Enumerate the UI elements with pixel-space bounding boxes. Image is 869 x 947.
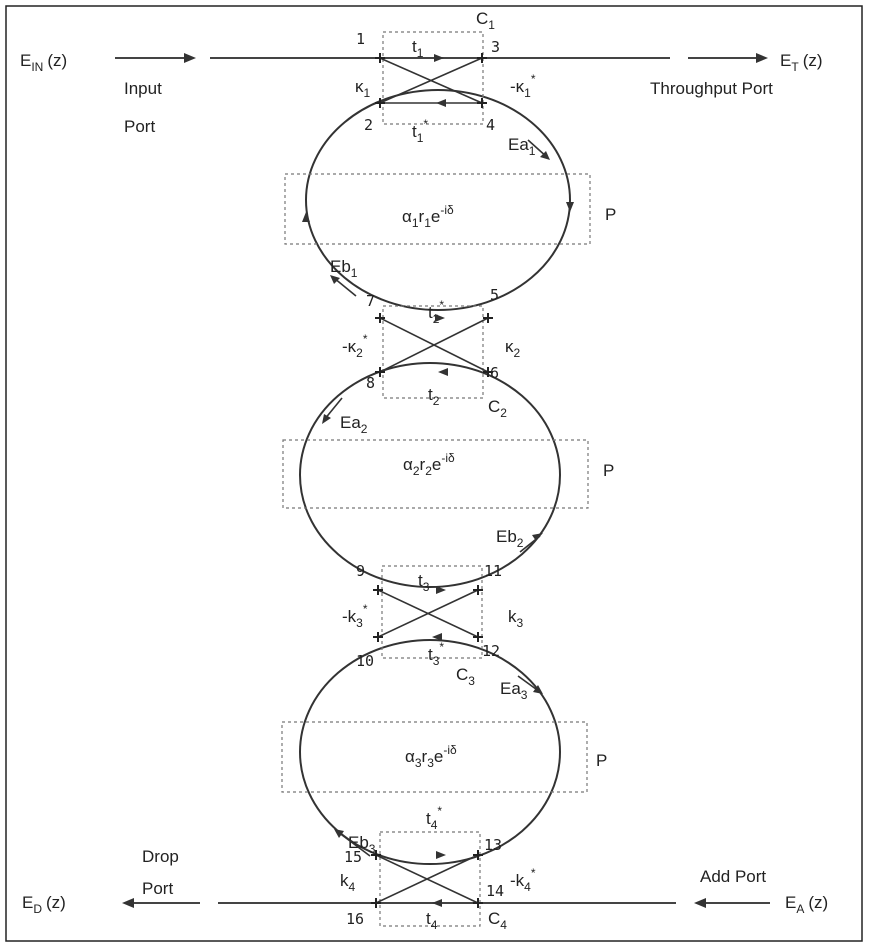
coupler2-box bbox=[382, 305, 484, 399]
node-13: 13 bbox=[484, 836, 502, 854]
ring1-ea-arrow-head bbox=[540, 151, 550, 160]
ring3-eb-label: Eb3 bbox=[348, 833, 376, 856]
ring-1 bbox=[305, 89, 571, 311]
ring3-eb-arrow-head bbox=[334, 829, 344, 838]
drop-port-label-line1: Drop bbox=[142, 847, 179, 866]
node-12: 12 bbox=[482, 642, 500, 660]
c2-top-arrow bbox=[435, 314, 445, 322]
c3-top-arrow bbox=[436, 586, 446, 594]
c1-top-arrow bbox=[434, 54, 444, 62]
ring1-dir-arrow-left bbox=[302, 212, 310, 222]
coupler2-tstar-label: t2 bbox=[428, 385, 440, 408]
input-field-label: EIN(z) bbox=[20, 51, 67, 74]
coupler4-k-right: -k4* bbox=[510, 866, 536, 894]
coupler1-k-right: -κ1* bbox=[510, 72, 536, 100]
node-6: 6 bbox=[490, 364, 499, 382]
node-16: 16 bbox=[346, 910, 364, 928]
ring1-eb-arrow-head bbox=[330, 275, 340, 284]
drop-port-label-line2: Port bbox=[142, 879, 173, 898]
ring2-ea-arrow-head bbox=[322, 414, 331, 424]
add-port-label: Add Port bbox=[700, 867, 766, 886]
coupler2-k-left: -κ2* bbox=[342, 332, 368, 360]
node-5: 5 bbox=[490, 286, 499, 304]
coupler1-tstar-label: t1* bbox=[412, 117, 428, 145]
node-9: 9 bbox=[356, 562, 365, 580]
node-11: 11 bbox=[484, 562, 502, 580]
coupler1-name: C1 bbox=[476, 9, 495, 32]
ring2-phase-box bbox=[282, 439, 589, 509]
through-field-label: ET(z) bbox=[780, 51, 823, 74]
c1-bottom-arrow bbox=[436, 99, 446, 107]
ring3-phase-box bbox=[281, 721, 588, 793]
through-arrow-head bbox=[756, 53, 768, 63]
input-port-label-line2: Port bbox=[124, 117, 155, 136]
c3-bottom-arrow bbox=[432, 633, 442, 641]
outer-border bbox=[5, 5, 863, 942]
coupler3-t-label: t3 bbox=[418, 571, 430, 594]
coupler3-box bbox=[381, 565, 483, 659]
ring2-ea-label: Ea2 bbox=[340, 413, 368, 436]
ring1-dir-arrow-right bbox=[566, 202, 574, 212]
coupler1-cross-b bbox=[379, 57, 483, 104]
coupler2-k-right: κ2 bbox=[505, 337, 521, 360]
node-3: 3 bbox=[491, 38, 500, 56]
ring1-eb-arrow bbox=[333, 277, 357, 297]
coupler2-cross-b bbox=[379, 317, 489, 373]
coupler4-box bbox=[379, 831, 481, 927]
coupler1-box bbox=[382, 31, 484, 125]
coupler3-cross-b bbox=[377, 589, 479, 638]
c4-top-arrow bbox=[436, 851, 446, 859]
add-arrow-head bbox=[694, 898, 706, 908]
ring2-propagation-label: α2r2e-iδ bbox=[403, 451, 455, 478]
coupler4-k-left: k4 bbox=[340, 871, 356, 894]
drop-field-label: ED(z) bbox=[22, 893, 66, 916]
coupler4-t-label: t4* bbox=[426, 804, 442, 832]
coupler3-k-left: -k3* bbox=[342, 602, 368, 630]
coupler3-name: C3 bbox=[456, 665, 475, 688]
coupler4-tstar-label: t4 bbox=[426, 909, 438, 932]
node-15: 15 bbox=[344, 848, 362, 866]
node-14: 14 bbox=[486, 882, 504, 900]
ring1-propagation-label: α1r1e-iδ bbox=[402, 203, 454, 230]
ring-2 bbox=[299, 362, 561, 588]
through-port-label: Throughput Port bbox=[650, 79, 773, 98]
node-markers bbox=[371, 53, 493, 908]
ring3-ea-label: Ea3 bbox=[500, 679, 528, 702]
ring2-eb-label: Eb2 bbox=[496, 527, 524, 550]
coupler3-k-right: k3 bbox=[508, 607, 524, 630]
coupler2-t-label: t2* bbox=[428, 298, 444, 326]
add-field-label: EA(z) bbox=[785, 893, 828, 916]
node-7: 7 bbox=[366, 292, 375, 310]
ring3-propagation-label: α3r3e-iδ bbox=[405, 743, 457, 770]
ring1-ea-label: Ea1 bbox=[508, 135, 536, 158]
node-8: 8 bbox=[366, 374, 375, 392]
ring1-phase-label: P bbox=[605, 205, 616, 224]
coupler1-t-label: t1 bbox=[412, 37, 424, 60]
node-2: 2 bbox=[364, 116, 373, 134]
ring3-ea-arrow-head bbox=[533, 685, 543, 694]
ring3-eb-arrow bbox=[337, 831, 371, 857]
coupler4-name: C4 bbox=[488, 909, 507, 932]
ring3-phase-label: P bbox=[596, 751, 607, 770]
c4-bottom-arrow bbox=[432, 899, 442, 907]
input-port-label-line1: Input bbox=[124, 79, 162, 98]
input-arrow-head bbox=[184, 53, 196, 63]
coupler4-cross-b bbox=[375, 854, 479, 904]
coupler1-k-left: κ1 bbox=[355, 77, 371, 100]
coupler3-tstar-label: t3* bbox=[428, 640, 444, 668]
ring1-eb-label: Eb1 bbox=[330, 257, 358, 280]
ring2-phase-label: P bbox=[603, 461, 614, 480]
c2-bottom-arrow bbox=[438, 368, 448, 376]
ring-3 bbox=[299, 639, 561, 865]
coupler2-name: C2 bbox=[488, 397, 507, 420]
ring2-eb-arrow-head bbox=[532, 533, 543, 541]
node-4: 4 bbox=[486, 116, 495, 134]
ring1-phase-box bbox=[284, 173, 591, 245]
node-10: 10 bbox=[356, 652, 374, 670]
drop-arrow-head bbox=[122, 898, 134, 908]
node-1: 1 bbox=[356, 30, 365, 48]
